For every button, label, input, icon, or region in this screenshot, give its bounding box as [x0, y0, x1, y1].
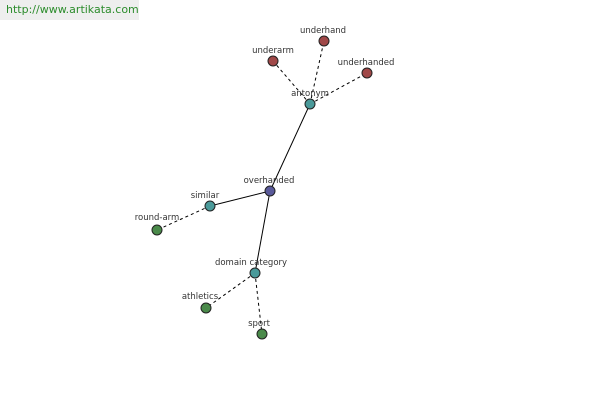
- label-underarm: underarm: [252, 46, 294, 56]
- node-sport[interactable]: [256, 328, 268, 340]
- edge-antonym-underhanded: [309, 72, 368, 105]
- label-underhanded: underhanded: [338, 58, 395, 68]
- edge-domain_category-athletics: [205, 272, 256, 309]
- nodes-layer: [151, 35, 373, 340]
- label-round-arm: round-arm: [135, 213, 180, 223]
- edge-overhanded-similar: [209, 190, 271, 207]
- edge-similar-round_arm: [156, 205, 211, 231]
- node-domain-category[interactable]: [249, 267, 261, 279]
- label-athletics: athletics: [182, 292, 219, 302]
- node-underhanded[interactable]: [361, 67, 373, 79]
- labels-layer: overhanded antonym similar domain category u…: [135, 26, 395, 329]
- edges-layer: [156, 40, 368, 335]
- node-similar[interactable]: [204, 200, 216, 212]
- edge-overhanded-antonym: [269, 103, 311, 192]
- edge-domain_category-sport: [254, 272, 263, 335]
- label-antonym: antonym: [291, 89, 329, 99]
- node-round-arm[interactable]: [151, 224, 163, 236]
- label-overhanded: overhanded: [244, 176, 295, 186]
- node-athletics[interactable]: [200, 302, 212, 314]
- node-antonym[interactable]: [304, 98, 316, 110]
- label-domain-category: domain category: [215, 258, 287, 268]
- label-similar: similar: [191, 191, 220, 201]
- watermark-link[interactable]: http://www.artikata.com: [0, 0, 139, 20]
- edge-antonym-underhand: [309, 40, 325, 105]
- label-underhand: underhand: [300, 26, 346, 36]
- node-underarm[interactable]: [267, 55, 279, 67]
- node-underhand[interactable]: [318, 35, 330, 47]
- label-sport: sport: [248, 319, 271, 329]
- node-overhanded[interactable]: [264, 185, 276, 197]
- edge-overhanded-domain_category: [254, 190, 271, 274]
